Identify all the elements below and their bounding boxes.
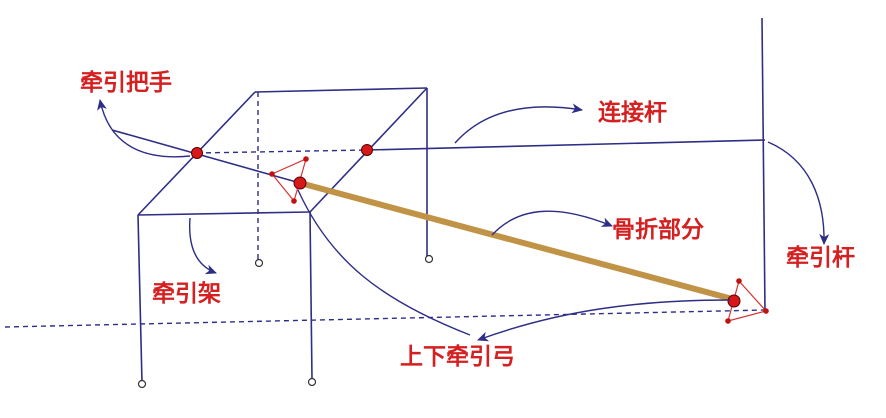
frame-leg-end bbox=[307, 377, 317, 387]
bow-pin bbox=[763, 308, 769, 314]
label-connecting-rod: 连接杆 bbox=[598, 99, 667, 126]
frame-callout-arrow bbox=[188, 217, 217, 275]
bow-pin bbox=[269, 171, 275, 177]
bow-pin bbox=[736, 278, 742, 284]
label-traction-handle: 牵引把手 bbox=[80, 70, 172, 96]
handle-joint bbox=[191, 147, 203, 159]
bone-right-joint bbox=[727, 294, 741, 308]
bow-pin bbox=[725, 318, 731, 324]
connecting-rod-dashed bbox=[196, 149, 368, 154]
connecting-rod bbox=[366, 139, 766, 151]
frame-leg-end bbox=[137, 379, 147, 389]
fracture-callout-arrow bbox=[491, 210, 613, 236]
bone-segment bbox=[297, 180, 739, 303]
traction-frame bbox=[137, 87, 428, 384]
frame-leg-end bbox=[254, 258, 264, 268]
frame-leg-end bbox=[424, 254, 434, 264]
label-traction-rod: 牵引杆 bbox=[786, 245, 855, 271]
handle-callout-arrow bbox=[97, 99, 191, 158]
connector-joint bbox=[361, 144, 373, 156]
label-traction-frame: 牵引架 bbox=[152, 281, 221, 307]
label-fracture-part: 骨折部分 bbox=[612, 216, 704, 243]
bow-right-callout-arrow bbox=[477, 299, 731, 342]
ground-dashed-line bbox=[4, 309, 766, 328]
connecting-rod-callout-arrow bbox=[454, 103, 583, 144]
traction-handle-line bbox=[111, 129, 301, 184]
label-traction-bow: 上下牵引弓 bbox=[400, 344, 515, 370]
traction-rod bbox=[761, 17, 766, 313]
traction-rod-callout-arrow bbox=[767, 141, 830, 245]
bow-pin bbox=[291, 198, 297, 204]
bone-left-joint bbox=[293, 176, 307, 190]
bow-pin bbox=[303, 156, 309, 162]
bow-arc bbox=[297, 189, 471, 336]
